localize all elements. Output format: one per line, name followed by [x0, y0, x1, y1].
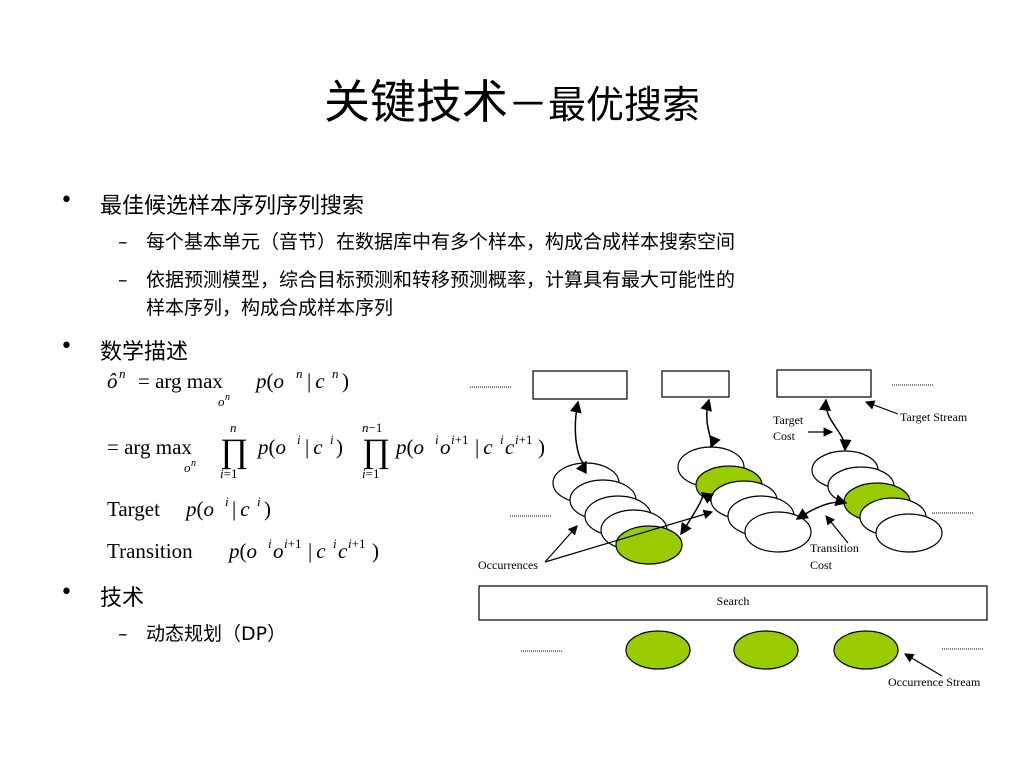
occurrence-group-3 [811, 450, 943, 553]
svg-text:c: c [505, 435, 515, 459]
svg-text:ô: ô [107, 369, 118, 393]
svg-text:o: o [440, 435, 451, 459]
bullet-3-sub-1: – 动态规划（DP） [118, 620, 287, 648]
bullet-1-sub-1-text: 每个基本单元（音节）在数据库中有多个样本，构成合成样本搜索空间 [146, 231, 736, 253]
occurrence-stream [625, 630, 899, 670]
svg-text:i: i [435, 432, 439, 447]
bullet-1-sub-2-cont: 样本序列，构成合成样本序列 [146, 294, 393, 322]
bullet-dot: • [60, 334, 73, 359]
label-target-stream: Target Stream [900, 410, 968, 424]
svg-text:i: i [268, 536, 272, 551]
svg-text:o: o [218, 394, 225, 409]
formula-line-2: = arg max o n n ∏ i=1 p(o i |c i ) n−1 ∏… [107, 420, 545, 481]
svg-text:i: i [330, 432, 334, 447]
svg-text:i: i [500, 432, 504, 447]
bullet-1-sub-2-cont-text: 样本序列，构成合成样本序列 [146, 297, 394, 319]
title-sub: 最优搜索 [547, 83, 700, 127]
svg-text:i: i [333, 536, 337, 551]
svg-text:= arg max: = arg max [107, 435, 192, 459]
svg-text:n: n [230, 420, 237, 435]
svg-text:|c: |c [308, 539, 326, 563]
target-box-2 [661, 370, 730, 398]
bullet-2: • 数学描述 [60, 334, 189, 366]
svg-text:i: i [257, 494, 261, 509]
bullet-3-label: 技术 [100, 586, 145, 611]
sub-dash: – [118, 231, 128, 253]
svg-text:p(o: p(o [184, 497, 214, 521]
label-search: Search [717, 594, 750, 608]
svg-text:n−1: n−1 [362, 420, 382, 435]
svg-text:): ) [264, 497, 271, 521]
math-target-label: Target [107, 497, 160, 521]
svg-text:c: c [338, 539, 348, 563]
sub-dash: – [118, 269, 128, 291]
svg-text:∏: ∏ [362, 433, 390, 470]
annotation-arrows [544, 400, 943, 677]
bullet-2-label: 数学描述 [100, 340, 189, 365]
bullet-1-label: 最佳候选样本序列序列搜索 [100, 194, 365, 219]
label-target-cost-1: Target [773, 413, 804, 427]
bullet-3: • 技术 [60, 580, 145, 612]
sub-dash: – [118, 623, 128, 645]
svg-text:|c: |c [307, 369, 325, 393]
label-occurrence-stream: Occurrence Stream [888, 675, 981, 689]
svg-text:o: o [273, 539, 284, 563]
svg-text:): ) [336, 435, 343, 459]
svg-text:i=1: i=1 [220, 466, 237, 481]
svg-text:|c: |c [475, 435, 493, 459]
svg-text:|c: |c [232, 497, 250, 521]
formula-target: Target p(o i |c i ) [107, 494, 271, 521]
label-target-cost-2: Cost [773, 429, 796, 443]
svg-text:i: i [297, 432, 301, 447]
label-transition-cost-1: Transition [810, 541, 859, 555]
svg-text:|c: |c [305, 435, 323, 459]
svg-text:i=1: i=1 [362, 466, 379, 481]
label-transition-cost-2: Cost [810, 558, 833, 572]
svg-text:i+1: i+1 [515, 432, 532, 447]
svg-text:n: n [296, 366, 303, 381]
svg-text:p(o: p(o [227, 539, 257, 563]
title-dash: － [507, 83, 548, 127]
svg-text:o: o [184, 460, 191, 475]
transition-arrows [680, 492, 848, 536]
formula-transition: Transition p(o i o i+1 |c i c i+1 ) [107, 536, 379, 563]
bullet-1-sub-2: – 依据预测模型，综合目标预测和转移预测概率，计算具有最大可能性的 [118, 266, 736, 294]
svg-text:i+1: i+1 [348, 536, 365, 551]
svg-text:p(o: p(o [254, 369, 284, 393]
target-arrows [569, 398, 852, 475]
svg-text:p(o: p(o [256, 435, 286, 459]
svg-text:n: n [225, 392, 230, 403]
svg-text:i: i [225, 494, 229, 509]
svg-text:i+1: i+1 [284, 536, 301, 551]
title-main: 关键技术 [323, 75, 508, 129]
svg-text:p(o: p(o [394, 435, 424, 459]
math-formulas: ô n = arg max o n p(o n |c n ) = arg max… [107, 366, 545, 563]
bullet-1-sub-1: – 每个基本单元（音节）在数据库中有多个样本，构成合成样本搜索空间 [118, 228, 736, 256]
svg-text:): ) [538, 435, 545, 459]
bullet-1-sub-2-text: 依据预测模型，综合目标预测和转移预测概率，计算具有最大可能性的 [146, 269, 736, 291]
math-transition-label: Transition [107, 539, 193, 563]
svg-text:i+1: i+1 [451, 432, 468, 447]
occurrence-group-2 [677, 446, 812, 553]
svg-text:n: n [332, 366, 339, 381]
svg-text:): ) [372, 539, 379, 563]
svg-text:): ) [342, 369, 349, 393]
formula-line-1: ô n = arg max o n p(o n |c n ) [107, 366, 349, 409]
svg-text:n: n [191, 458, 196, 469]
bullet-1: • 最佳候选样本序列序列搜索 [60, 188, 365, 220]
svg-text:= arg max: = arg max [138, 369, 223, 393]
svg-text:∏: ∏ [220, 433, 248, 470]
target-box-3 [776, 369, 872, 398]
slide-title: 关键技术－最优搜索 [0, 66, 1024, 132]
search-box [478, 585, 988, 621]
bullet-dot: • [60, 580, 73, 605]
bullet-dot: • [60, 188, 73, 213]
bullet-3-sub-1-text: 动态规划（DP） [146, 623, 287, 645]
svg-text:n: n [119, 366, 126, 381]
